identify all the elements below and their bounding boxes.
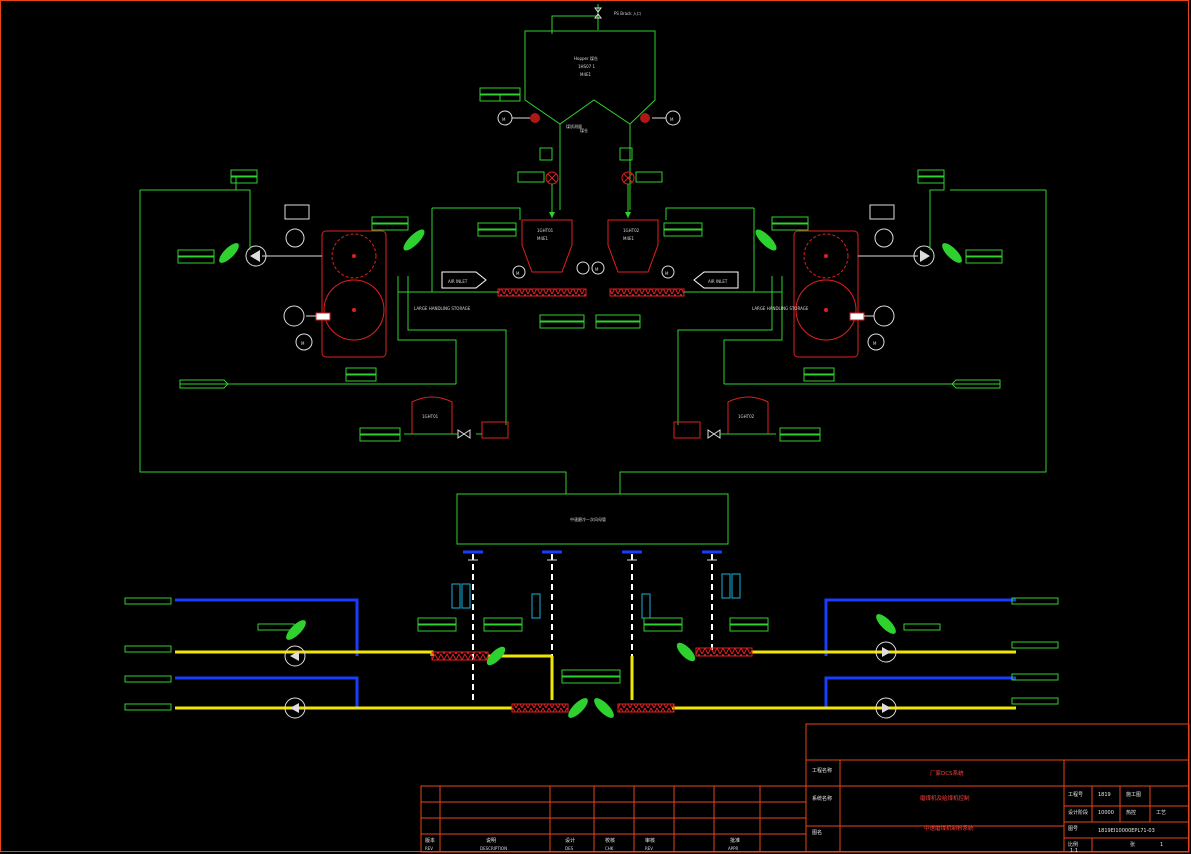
oil-station-left: 1GHT01	[359, 396, 509, 442]
right-value-3: 热控	[1126, 809, 1136, 816]
svg-text:1HS07 1: 1HS07 1	[578, 64, 595, 69]
label-drawing-no: 图号	[1068, 826, 1078, 832]
hopper-inlet-label: PS Brack 入口	[614, 11, 641, 16]
tag-box	[417, 573, 769, 684]
title-block	[420, 723, 1190, 853]
svg-text:M: M	[301, 341, 305, 346]
tag-box	[479, 87, 521, 102]
label-scale: 比例	[1068, 841, 1078, 848]
svg-text:M: M	[502, 117, 506, 122]
label-stage: 设计阶段	[1068, 809, 1088, 816]
damper-icon	[755, 229, 962, 263]
svg-text:M: M	[516, 271, 520, 276]
valve-icon	[545, 171, 635, 185]
gate-valve-icon	[530, 113, 650, 123]
svg-text:M: M	[873, 341, 877, 346]
oil-station-right: 1GHT02	[673, 396, 821, 442]
motor-icon: M	[497, 110, 530, 126]
label-project-no: 工程号	[1068, 791, 1083, 798]
svg-text:M4E1: M4E1	[537, 236, 549, 241]
coal-feeder-left: 1GHT01 M4E1	[477, 219, 573, 273]
blue-duct	[175, 598, 1016, 708]
header-review-en: REV	[645, 846, 653, 851]
damper-icon	[286, 614, 896, 718]
svg-text:M: M	[670, 117, 674, 122]
header-desc-en: DESCRIPTION	[480, 846, 507, 851]
svg-text:M4E1: M4E1	[580, 72, 592, 77]
mill-label-left: LARGE HANDLING STORAGE	[414, 306, 471, 311]
header-des: 设计	[565, 837, 575, 844]
svg-text:M: M	[665, 271, 669, 276]
scale-value: 1:1	[1070, 848, 1078, 854]
svg-text:1GHT01: 1GHT01	[422, 414, 439, 419]
project-no: 10000	[1098, 810, 1114, 816]
label-system: 系统名称	[812, 795, 832, 802]
drawing-name-2: 中速磨煤机制粉系统	[924, 824, 974, 832]
fan-icon	[284, 641, 897, 719]
coal-mill-left	[262, 230, 387, 358]
air-inlet-right: AIR INLET	[708, 279, 728, 284]
svg-text:1GHT01: 1GHT01	[537, 228, 554, 233]
header-appr-en: APPR	[728, 846, 739, 851]
coal-hopper: PS Brack 入口 Hopper 煤仓 1HS07 1 M4E1 煤质测量	[524, 4, 656, 129]
header-rev: 版本	[425, 837, 435, 844]
header-desc: 说明	[486, 837, 496, 844]
screw-conveyor	[497, 288, 685, 297]
dashed-riser	[463, 550, 722, 700]
header-review: 审核	[645, 837, 655, 844]
svg-text:M: M	[595, 267, 599, 272]
tag-box	[539, 314, 641, 329]
coal-mill-right	[793, 230, 918, 358]
coal-feeder-right: 1GHT02 M4E1	[607, 219, 703, 273]
flow-meter-icon	[539, 147, 633, 161]
primary-air-loop	[139, 189, 1047, 494]
header-des-en: DES	[565, 846, 574, 851]
svg-text:1GHT02: 1GHT02	[623, 228, 640, 233]
svg-text:1GHT02: 1GHT02	[738, 414, 755, 419]
header-appr: 批准	[730, 837, 740, 844]
right-value-2: 施工图	[1126, 791, 1141, 798]
tag-box	[124, 597, 1059, 711]
header-box-label: 中速磨冷一次风母管	[570, 516, 606, 522]
right-value-1: 1819	[1098, 792, 1111, 798]
motor-icon: M	[867, 204, 895, 351]
sheet-label: 张	[1130, 841, 1135, 848]
right-value-4: 工艺	[1156, 810, 1166, 816]
sheet-number: 1	[1160, 842, 1163, 848]
svg-text:Hopper 煤仓: Hopper 煤仓	[574, 55, 598, 61]
header-chk: 校核	[605, 837, 615, 844]
header-chk-en: CHK	[605, 846, 614, 851]
motor-icon: M M M	[512, 261, 675, 279]
svg-text:M4E1: M4E1	[623, 236, 635, 241]
company-name: 厂家DCS系统	[930, 769, 964, 777]
screw-conveyor	[431, 647, 753, 713]
label-drawing: 图名	[812, 829, 822, 836]
yellow-duct	[175, 650, 1016, 710]
air-inlet-left: AIR INLET	[448, 279, 468, 284]
drawing-no: 1819EI10000EPL71-03	[1098, 828, 1155, 834]
damper-icon	[219, 229, 425, 263]
motor-icon: M	[652, 110, 681, 126]
label-project: 工程名称	[812, 767, 832, 774]
primary-air-header-box: 中速磨冷一次风母管	[456, 493, 729, 545]
fan-icon	[245, 245, 267, 267]
header-rev-en: REV	[425, 846, 433, 851]
drawing-name-1: 磨煤机及给煤机控制	[920, 794, 970, 802]
hopper-label: 煤仓	[580, 127, 588, 133]
mill-label-right: LARGE HANDLING STORAGE	[752, 306, 809, 311]
fan-icon	[913, 245, 935, 267]
motor-icon: M	[283, 204, 313, 351]
svg-text:煤质测量: 煤质测量	[566, 123, 582, 129]
